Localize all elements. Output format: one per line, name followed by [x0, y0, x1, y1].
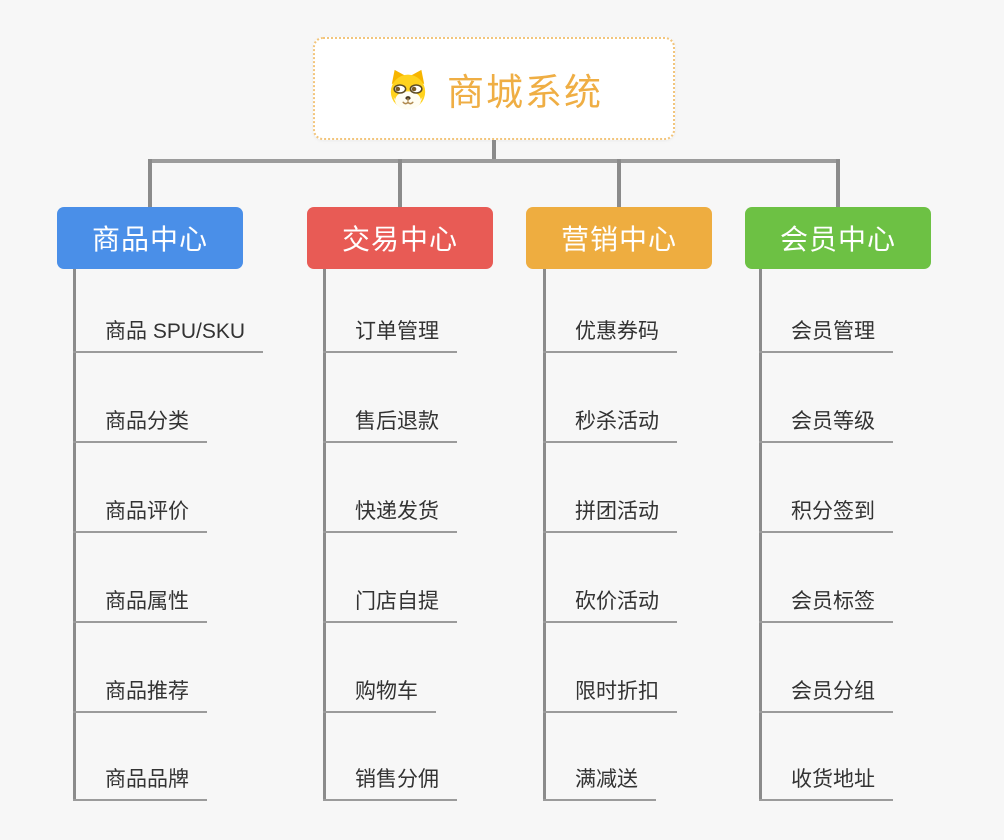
child-topic-row: 秒杀活动 — [543, 353, 677, 443]
branch-label: 营销中心 — [560, 224, 677, 255]
child-topic[interactable]: 商品 SPU/SKU — [73, 319, 264, 353]
branch-label: 交易中心 — [341, 224, 458, 255]
connector-branch-stub — [398, 159, 402, 207]
child-topic-row: 满减送 — [543, 713, 677, 801]
child-topic[interactable]: 会员分组 — [759, 679, 893, 713]
child-topic[interactable]: 砍价活动 — [543, 589, 677, 623]
root-node[interactable]: 商城系统 — [313, 37, 675, 140]
child-topic-row: 会员标签 — [759, 533, 893, 623]
child-topic[interactable]: 商品推荐 — [73, 679, 207, 713]
branch-children-column: 优惠券码秒杀活动拼团活动砍价活动限时折扣满减送 — [543, 269, 677, 801]
child-topic-row: 积分签到 — [759, 443, 893, 533]
child-topic-row: 商品 SPU/SKU — [73, 269, 264, 353]
connector-root-stub — [492, 140, 496, 163]
child-topic-row: 收货地址 — [759, 713, 893, 801]
child-topic-row: 会员等级 — [759, 353, 893, 443]
child-topic-row: 商品评价 — [73, 443, 263, 533]
child-topic[interactable]: 购物车 — [323, 679, 436, 713]
child-topic-row: 订单管理 — [323, 269, 457, 353]
child-topic[interactable]: 满减送 — [543, 767, 656, 801]
child-topic[interactable]: 会员管理 — [759, 319, 893, 353]
child-topic-row: 会员管理 — [759, 269, 893, 353]
child-topic[interactable]: 优惠券码 — [543, 319, 677, 353]
branch-node-4[interactable]: 会员中心 — [745, 207, 931, 269]
child-topic[interactable]: 会员等级 — [759, 409, 893, 443]
dog-face-icon — [385, 68, 431, 110]
child-topic-row: 拼团活动 — [543, 443, 677, 533]
branch-children-column: 商品 SPU/SKU 商品分类商品评价商品属性商品推荐商品品牌 — [73, 269, 264, 801]
connector-horizontal-rail — [148, 159, 840, 163]
branch-node-1[interactable]: 商品中心 — [57, 207, 243, 269]
child-topic-row: 售后退款 — [323, 353, 457, 443]
child-topic[interactable]: 限时折扣 — [543, 679, 677, 713]
child-topic[interactable]: 积分签到 — [759, 499, 893, 533]
root-title: 商城系统 — [447, 71, 603, 113]
child-topic[interactable]: 快递发货 — [323, 499, 457, 533]
branch-label: 会员中心 — [779, 224, 896, 255]
child-topic[interactable]: 商品分类 — [73, 409, 207, 443]
child-topic[interactable]: 售后退款 — [323, 409, 457, 443]
child-topic-row: 限时折扣 — [543, 623, 677, 713]
connector-branch-stub — [617, 159, 621, 207]
child-topic-row: 购物车 — [323, 623, 457, 713]
child-topic-row: 商品推荐 — [73, 623, 263, 713]
branch-node-2[interactable]: 交易中心 — [307, 207, 493, 269]
child-topic[interactable]: 商品品牌 — [73, 767, 207, 801]
branch-node-3[interactable]: 营销中心 — [526, 207, 712, 269]
child-topic-row: 砍价活动 — [543, 533, 677, 623]
child-topic-row: 会员分组 — [759, 623, 893, 713]
child-topic[interactable]: 会员标签 — [759, 589, 893, 623]
child-topic[interactable]: 拼团活动 — [543, 499, 677, 533]
child-topic-row: 商品分类 — [73, 353, 263, 443]
child-topic[interactable]: 门店自提 — [323, 589, 457, 623]
child-topic[interactable]: 秒杀活动 — [543, 409, 677, 443]
connector-branch-stub — [148, 159, 152, 207]
child-topic-row: 门店自提 — [323, 533, 457, 623]
child-topic-row: 销售分佣 — [323, 713, 457, 801]
child-topic[interactable]: 商品评价 — [73, 499, 207, 533]
child-topic-row: 快递发货 — [323, 443, 457, 533]
branch-children-column: 会员管理会员等级积分签到会员标签会员分组收货地址 — [759, 269, 893, 801]
branch-children-column: 订单管理售后退款快递发货门店自提购物车销售分佣 — [323, 269, 457, 801]
child-topic[interactable]: 收货地址 — [759, 767, 893, 801]
branch-label: 商品中心 — [91, 224, 208, 255]
child-topic-row: 商品品牌 — [73, 713, 263, 801]
child-topic[interactable]: 商品属性 — [73, 589, 207, 623]
child-topic-row: 优惠券码 — [543, 269, 677, 353]
child-topic[interactable]: 销售分佣 — [323, 767, 457, 801]
connector-branch-stub — [836, 159, 840, 207]
child-topic[interactable]: 订单管理 — [323, 319, 457, 353]
child-topic-row: 商品属性 — [73, 533, 263, 623]
